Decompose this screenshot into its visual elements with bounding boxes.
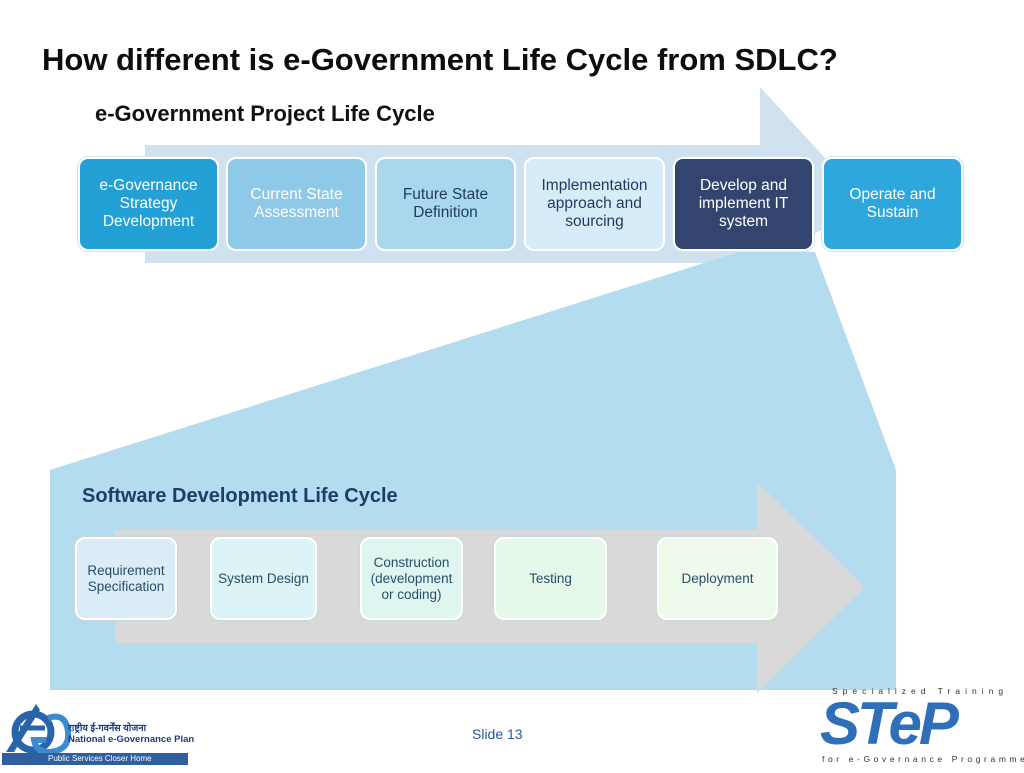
- sdlc-stage-deployment: Deployment: [657, 537, 778, 620]
- step-bottom-text: for e-Governance Programme: [822, 754, 1024, 764]
- negp-logo: राष्ट्रीय ई-गवर्नेंस योजना National e-Go…: [0, 698, 194, 768]
- sdlc-title: Software Development Life Cycle: [82, 485, 398, 507]
- egov-stage-operate: Operate and Sustain: [822, 157, 963, 251]
- egov-stage-implementation: Implementation approach and sourcing: [524, 157, 665, 251]
- sdlc-arrow: [115, 482, 865, 693]
- sdlc-stage-design: System Design: [210, 537, 317, 620]
- sdlc-stage-requirement: Requirement Specification: [75, 537, 177, 620]
- step-top-text: Specialized Training: [832, 686, 1009, 696]
- step-main-text: STeP: [820, 690, 959, 757]
- egov-stage-develop: Develop and implement IT system: [673, 157, 814, 251]
- sdlc-stage-construction: Construction (development or coding): [360, 537, 463, 620]
- negp-tagline: Public Services Closer Home: [48, 754, 152, 763]
- egov-stage-future-state: Future State Definition: [375, 157, 516, 251]
- egov-stage-strategy: e-Governance Strategy Development: [78, 157, 219, 251]
- slide-number: Slide 13: [472, 726, 523, 742]
- negp-hindi-name: राष्ट्रीय ई-गवर्नेंस योजना: [68, 723, 147, 734]
- negp-name: National e-Governance Plan: [68, 734, 195, 745]
- egov-stage-current-state: Current State Assessment: [226, 157, 367, 251]
- sdlc-stage-testing: Testing: [494, 537, 607, 620]
- egov-lifecycle-title: e-Government Project Life Cycle: [95, 101, 435, 126]
- negp-emblem-icon: [2, 704, 188, 765]
- page-title: How different is e-Government Life Cycle…: [42, 42, 838, 77]
- step-logo: Specialized Training STeP for e-Governan…: [816, 686, 1024, 768]
